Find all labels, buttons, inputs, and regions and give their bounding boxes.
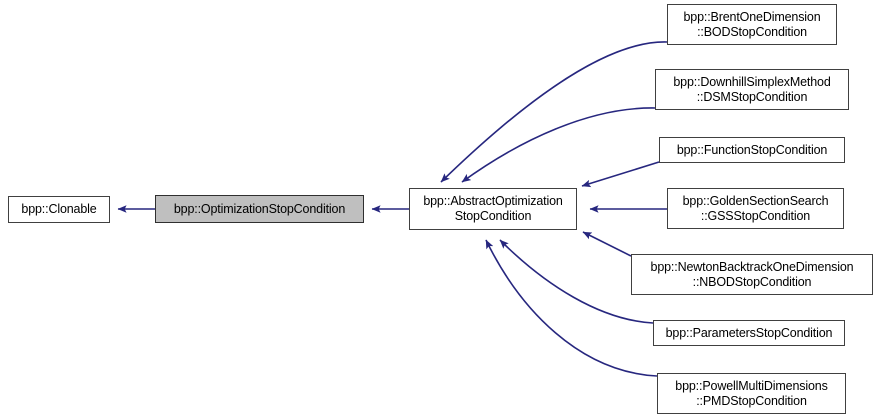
- class-node-label: bpp::Clonable: [21, 202, 97, 216]
- edge-parameters-to-abstract: [499, 239, 654, 324]
- edge-function-to-abstract: [581, 161, 660, 188]
- class-node-label: bpp::OptimizationStopCondition: [173, 201, 346, 216]
- class-node-brent-one-dimension-bod[interactable]: bpp::BrentOneDimension ::BODStopConditio…: [667, 4, 837, 45]
- class-node-label: bpp::PowellMultiDimensions ::PMDStopCond…: [675, 378, 828, 408]
- edge-bod-to-abstract: [440, 41, 668, 183]
- edge-nbod-to-abstract: [582, 231, 632, 257]
- class-node-label: bpp::NewtonBacktrackOneDimension ::NBODS…: [650, 259, 854, 289]
- class-node-label: bpp::DownhillSimplexMethod ::DSMStopCond…: [673, 74, 831, 104]
- class-node-abstract-optimization-stop-condition[interactable]: bpp::AbstractOptimization StopCondition: [409, 188, 577, 230]
- class-node-downhill-simplex-method-dsm[interactable]: bpp::DownhillSimplexMethod ::DSMStopCond…: [655, 69, 849, 110]
- class-node-golden-section-search-gss[interactable]: bpp::GoldenSectionSearch ::GSSStopCondit…: [667, 188, 844, 229]
- edge-dsm-to-abstract: [461, 107, 656, 183]
- class-node-label: bpp::AbstractOptimization StopCondition: [423, 194, 563, 223]
- class-node-optimization-stop-condition[interactable]: bpp::OptimizationStopCondition: [155, 195, 364, 223]
- class-node-label: bpp::BrentOneDimension ::BODStopConditio…: [683, 9, 821, 39]
- edge-pmd-to-abstract: [485, 239, 658, 377]
- class-node-label: bpp::GoldenSectionSearch ::GSSStopCondit…: [682, 193, 829, 223]
- class-node-clonable[interactable]: bpp::Clonable: [8, 196, 110, 223]
- class-node-label: bpp::ParametersStopCondition: [665, 325, 833, 340]
- class-node-parameters-stop-condition[interactable]: bpp::ParametersStopCondition: [653, 320, 845, 346]
- class-node-label: bpp::FunctionStopCondition: [676, 142, 828, 157]
- class-node-function-stop-condition[interactable]: bpp::FunctionStopCondition: [659, 137, 845, 163]
- class-node-powell-multi-dimensions-pmd[interactable]: bpp::PowellMultiDimensions ::PMDStopCond…: [657, 373, 846, 414]
- class-node-newton-backtrack-one-dimension-nbod[interactable]: bpp::NewtonBacktrackOneDimension ::NBODS…: [631, 254, 873, 295]
